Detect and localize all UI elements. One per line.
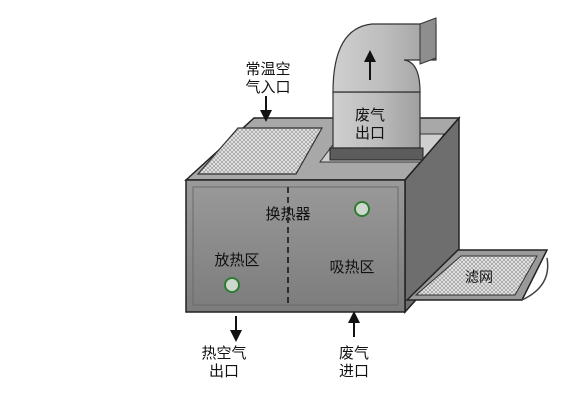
exhaust-in-label-line1: 废气	[339, 344, 369, 362]
inlet-mesh-opening	[196, 127, 324, 175]
inlet-label-line1: 常温空	[245, 60, 290, 78]
heat-exchanger-label: 换热器	[265, 205, 310, 223]
indicator-right	[354, 201, 370, 217]
filter-handle	[521, 257, 549, 301]
exhaust-out-label-line1: 废气	[355, 106, 385, 124]
box-front-inner-panel	[192, 186, 399, 306]
hot-air-out-label-line1: 热空气	[201, 344, 246, 362]
filter-label: 滤网	[465, 270, 493, 286]
box-front-face	[185, 179, 406, 313]
exhaust-out-label-line2: 出口	[355, 124, 385, 142]
heat-absorb-zone-label: 吸热区	[329, 258, 374, 276]
inlet-label-line2: 气入口	[245, 78, 290, 96]
hot-air-out-label-line2: 出口	[209, 362, 239, 380]
exhaust-duct-collar	[329, 147, 424, 161]
indicator-left	[224, 277, 240, 293]
filter-mesh	[414, 255, 538, 296]
exhaust-duct-end	[419, 17, 437, 65]
heat-release-zone-label: 放热区	[214, 251, 259, 269]
exhaust-in-label-line2: 进口	[339, 362, 369, 380]
